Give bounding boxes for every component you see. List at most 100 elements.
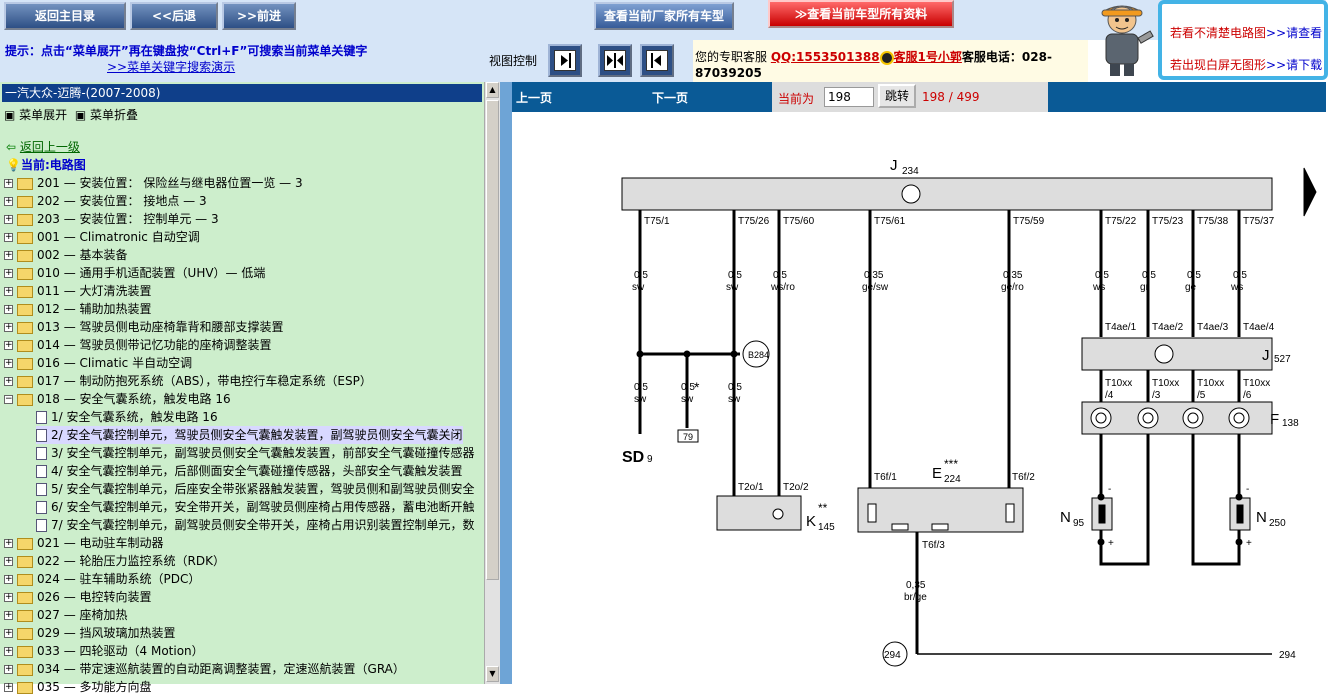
tree-folder-item[interactable]: +022 — 轮胎压力监控系统（RDK） [4, 552, 225, 570]
wire-color-label: sw [632, 282, 645, 293]
j234-label: J [890, 157, 898, 174]
tree-leaf-item[interactable]: 1/ 安全气囊系统，触发电路 16 [36, 408, 218, 426]
j527-sub: 527 [1274, 354, 1291, 365]
expand-toggle-icon[interactable]: + [4, 178, 13, 188]
expand-toggle-icon[interactable]: + [4, 250, 13, 260]
view-expand-left-button[interactable] [640, 44, 674, 77]
view-expand-right-button[interactable] [548, 44, 582, 77]
forward-button[interactable]: >>前进 [222, 2, 296, 30]
tree-folder-item[interactable]: +034 — 带定速巡航装置的自动距离调整装置，定速巡航装置（GRA） [4, 660, 405, 678]
tree-folder-item[interactable]: +201 — 安装位置： 保险丝与继电器位置一览 — 3 [4, 174, 303, 192]
tree-item-label: 6/ 安全气囊控制单元，安全带开关，副驾驶员侧座椅占用传感器，蓄电池断开触 [51, 500, 475, 514]
expand-toggle-icon[interactable]: + [4, 538, 13, 548]
expand-toggle-icon[interactable]: + [4, 304, 13, 314]
search-demo-link[interactable]: >>菜单关键字搜索演示 [107, 60, 236, 74]
next-arrow-icon[interactable] [1303, 167, 1317, 217]
tree-folder-item[interactable]: +002 — 基本装备 [4, 246, 128, 264]
tree-folder-item[interactable]: +024 — 驻车辅助系统（PDC） [4, 570, 200, 588]
tree-item-label: 011 — 大灯清洗装置 [37, 284, 152, 298]
tree-leaf-item[interactable]: 3/ 安全气囊控制单元，副驾驶员侧安全气囊触发装置，前部安全气囊碰撞传感器 [36, 444, 475, 462]
tree-folder-item[interactable]: +035 — 多功能方向盘 [4, 678, 152, 696]
expand-toggle-icon[interactable]: + [4, 196, 13, 206]
page-number-input[interactable] [824, 87, 874, 107]
view-split-button[interactable] [598, 44, 632, 77]
tree-folder-item[interactable]: +033 — 四轮驱动（4 Motion） [4, 642, 204, 660]
menu-collapse-link[interactable]: 菜单折叠 [90, 108, 139, 122]
tree-folder-item[interactable]: +202 — 安装位置： 接地点 — 3 [4, 192, 207, 210]
tree-folder-item[interactable]: +027 — 座椅加热 [4, 606, 128, 624]
t10-pin-number: /4 [1105, 390, 1114, 401]
qq-link[interactable]: QQ:1553501388 [770, 50, 880, 64]
expand-toggle-icon[interactable]: + [4, 268, 13, 278]
menu-expand-link[interactable]: 菜单展开 [19, 108, 68, 122]
jump-button[interactable]: 跳转 [878, 84, 916, 108]
collapse-toggle-icon[interactable]: − [4, 394, 13, 404]
tree-leaf-item[interactable]: 5/ 安全气囊控制单元，后座安全带张紧器触发装置，驾驶员侧和副驾驶员侧安全 [36, 480, 475, 498]
tree-item-label: 013 — 驾驶员侧电动座椅靠背和腰部支撑装置 [37, 320, 284, 334]
expand-toggle-icon[interactable]: + [4, 628, 13, 638]
t10-pin-label: T10xx [1243, 378, 1270, 389]
tree-panel: 一汽大众-迈腾-(2007-2008) ▣ 菜单展开 ▣ 菜单折叠 ⇦ 返回上一… [0, 82, 484, 694]
n250-plus: + [1246, 538, 1252, 549]
k145-sub: 145 [818, 522, 835, 533]
tree-folder-item[interactable]: −018 — 安全气囊系统，触发电路 16 [4, 390, 231, 408]
tree-folder-item[interactable]: +013 — 驾驶员侧电动座椅靠背和腰部支撑装置 [4, 318, 284, 336]
tree-folder-item[interactable]: +012 — 辅助加热装置 [4, 300, 152, 318]
agent-link[interactable]: 客服1号小郭 [893, 50, 962, 64]
expand-toggle-icon[interactable]: + [4, 664, 13, 674]
expand-toggle-icon[interactable]: + [4, 286, 13, 296]
prev-page-link[interactable]: 上一页 [516, 91, 553, 105]
expand-toggle-icon[interactable]: + [4, 574, 13, 584]
pane-splitter[interactable] [500, 82, 512, 684]
c294-label: 294 [884, 650, 901, 661]
expand-toggle-icon[interactable]: + [4, 214, 13, 224]
tree-leaf-item[interactable]: 7/ 安全气囊控制单元，副驾驶员侧安全带开关，座椅占用识别装置控制单元，数 [36, 516, 475, 534]
tree-folder-item[interactable]: +026 — 电控转向装置 [4, 588, 152, 606]
tree-folder-item[interactable]: +014 — 驾驶员侧带记忆功能的座椅调整装置 [4, 336, 272, 354]
tree-leaf-item[interactable]: 4/ 安全气囊控制单元，后部侧面安全气囊碰撞传感器，头部安全气囊触发装置 [36, 462, 463, 480]
tree-leaf-item[interactable]: 2/ 安全气囊控制单元，驾驶员侧安全气囊触发装置，副驾驶员侧安全气囊关闭 [36, 426, 463, 444]
tree-folder-item[interactable]: +203 — 安装位置： 控制单元 — 3 [4, 210, 219, 228]
tree-folder-item[interactable]: +001 — Climatronic 自动空调 [4, 228, 200, 246]
document-icon [36, 411, 47, 424]
view-guide-link[interactable]: >>请查看 [1266, 26, 1323, 40]
tree-folder-item[interactable]: +021 — 电动驻车制动器 [4, 534, 164, 552]
page-jump: 当前为 跳转 198 / 499 [772, 82, 1048, 112]
tree-item-label: 021 — 电动驻车制动器 [37, 536, 164, 550]
all-models-button[interactable]: 查看当前厂家所有车型 [594, 2, 734, 30]
tree-folder-item[interactable]: +016 — Climatic 半自动空调 [4, 354, 192, 372]
expand-toggle-icon[interactable]: + [4, 646, 13, 656]
tree-folder-item[interactable]: +017 — 制动防抱死系统（ABS），带电控行车稳定系统（ESP） [4, 372, 372, 390]
wire-color-label: gr [1140, 282, 1150, 293]
download-link[interactable]: >>请下载 [1266, 58, 1323, 72]
expand-toggle-icon[interactable]: + [4, 592, 13, 602]
expand-toggle-icon[interactable]: + [4, 358, 13, 368]
expand-toggle-icon[interactable]: + [4, 610, 13, 620]
page-total: 198 / 499 [922, 90, 980, 104]
tree-leaf-item[interactable]: 6/ 安全气囊控制单元，安全带开关，副驾驶员侧座椅占用传感器，蓄电池断开触 [36, 498, 475, 516]
back-button[interactable]: <<后退 [130, 2, 218, 30]
expand-toggle-icon[interactable]: + [4, 556, 13, 566]
tree-folder-item[interactable]: +011 — 大灯清洗装置 [4, 282, 152, 300]
pin-label: T75/38 [1197, 216, 1229, 227]
expand-toggle-icon[interactable]: + [4, 340, 13, 350]
all-docs-button[interactable]: ≫查看当前车型所有资料 [768, 0, 954, 28]
scroll-down-arrow[interactable]: ▼ [486, 666, 499, 682]
tree-folder-item[interactable]: +010 — 通用手机适配装置（UHV）— 低端 [4, 264, 265, 282]
scroll-up-arrow[interactable]: ▲ [486, 82, 499, 98]
notice-line2: 若出现白屏无图形>>请下载 [1170, 56, 1322, 73]
document-icon [36, 465, 47, 478]
scroll-thumb[interactable] [486, 100, 499, 580]
expand-toggle-icon[interactable]: + [4, 682, 13, 692]
home-button[interactable]: 返回主目录 [4, 2, 126, 30]
lower-color-label: sw [634, 394, 647, 405]
back-up-link[interactable]: 返回上一级 [19, 140, 80, 154]
expand-toggle-icon[interactable]: + [4, 232, 13, 242]
next-page-link[interactable]: 下一页 [652, 91, 689, 105]
tree-folder-item[interactable]: +029 — 挡风玻璃加热装置 [4, 624, 176, 642]
expand-toggle-icon[interactable]: + [4, 322, 13, 332]
expand-toggle-icon[interactable]: + [4, 376, 13, 386]
tree-scrollbar[interactable]: ▲ ▼ [484, 82, 500, 684]
t4ae-pin-label: T4ae/3 [1197, 322, 1229, 333]
